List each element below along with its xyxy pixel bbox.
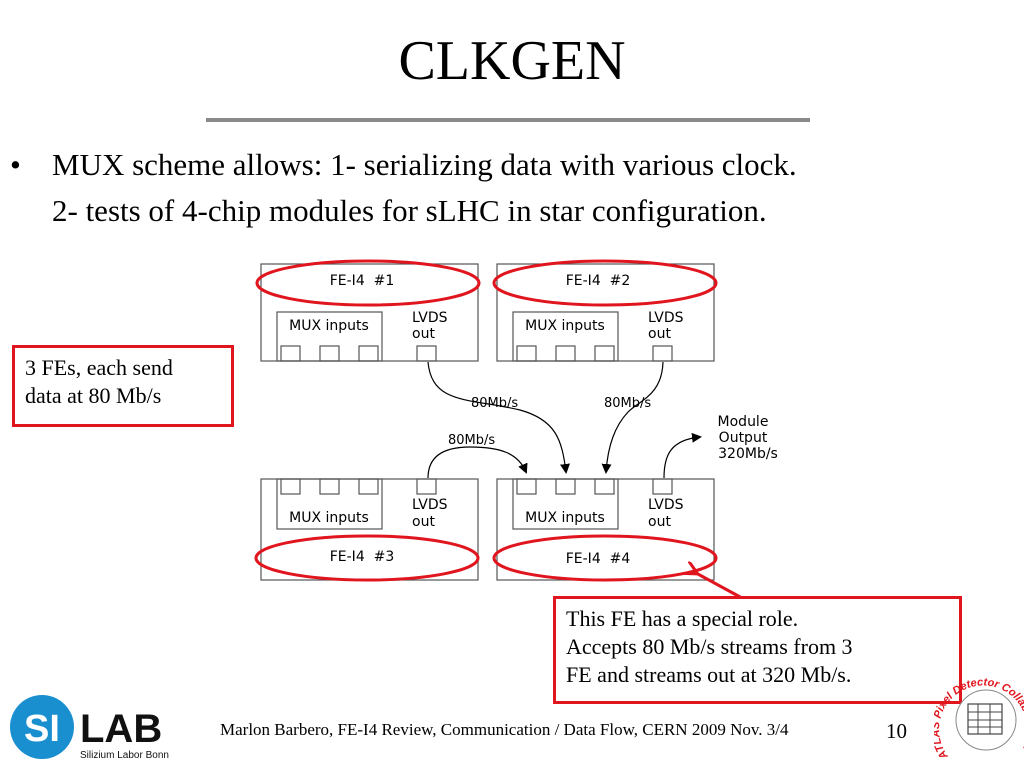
chip-1-out-label: out xyxy=(412,326,435,342)
callout-right-line-3: FE and streams out at 320 Mb/s. xyxy=(566,662,852,687)
page-number: 10 xyxy=(886,719,907,743)
callout-left-line-1: 3 FEs, each send xyxy=(25,355,173,380)
chip-4-out-label: out xyxy=(648,514,671,530)
module-output-line-2: Output xyxy=(719,430,768,446)
chip-3-lvds-label: LVDS xyxy=(412,497,448,513)
callout-right-line-1: This FE has a special role. xyxy=(566,606,799,631)
chip-1-name: FE-I4 #1 xyxy=(330,273,395,289)
chip-1-lvds-label: LVDS xyxy=(412,310,448,326)
chip-fe-i4-4: MUX inputs LVDS out FE-I4 #4 xyxy=(496,478,715,581)
link-rate-label-3: 80Mb/s xyxy=(448,433,495,448)
link-chip1-to-chip4 xyxy=(427,361,570,474)
footer-citation: Marlon Barbero, FE-I4 Review, Communicat… xyxy=(220,720,789,739)
chip-3-out-label: out xyxy=(412,514,435,530)
callout-left: 3 FEs, each send data at 80 Mb/s xyxy=(12,345,234,427)
chip-3-name: FE-I4 #3 xyxy=(330,549,395,565)
link-rate-label-2: 80Mb/s xyxy=(604,396,651,411)
chip-2-lvds-label: LVDS xyxy=(648,310,684,326)
logo-lab-text: LAB xyxy=(80,707,162,751)
chip-4-mux-label: MUX inputs xyxy=(525,510,605,526)
highlight-ellipse-chip-4 xyxy=(492,534,718,582)
callout-left-line-2: data at 80 Mb/s xyxy=(25,383,162,408)
bullet-line-2: 2- tests of 4-chip modules for sLHC in s… xyxy=(52,193,767,228)
logo-subtitle: Silizium Labor Bonn xyxy=(80,750,169,761)
slide-title: CLKGEN xyxy=(398,30,626,92)
title-divider xyxy=(206,118,810,122)
chip-1-mux-label: MUX inputs xyxy=(289,318,369,334)
module-output-line-1: Module xyxy=(718,414,769,430)
chip-fe-i4-2: FE-I4 #2 MUX inputs LVDS out xyxy=(496,263,715,362)
logo-si-text: SI xyxy=(24,708,60,750)
bullet-dot-icon: • xyxy=(10,147,21,182)
chip-2-name: FE-I4 #2 xyxy=(566,273,631,289)
link-chip2-to-chip4 xyxy=(601,361,664,474)
atlas-pixel-seal: ATLAS Pixel Detector Collaboration xyxy=(934,676,1024,762)
chip-2-out-label: out xyxy=(648,326,671,342)
chip-fe-i4-3: MUX inputs LVDS out FE-I4 #3 xyxy=(260,478,479,581)
link-chip3-to-chip4 xyxy=(427,446,528,479)
callout-right: This FE has a special role. Accepts 80 M… xyxy=(553,596,962,704)
highlight-ellipse-chip-2 xyxy=(492,259,718,307)
link-rate-label-1: 80Mb/s xyxy=(471,396,518,411)
chip-4-name: FE-I4 #4 xyxy=(566,551,631,567)
callout-right-line-2: Accepts 80 Mb/s streams from 3 xyxy=(566,634,853,659)
highlight-ellipse-chip-1 xyxy=(255,259,481,307)
chip-2-mux-label: MUX inputs xyxy=(525,318,605,334)
highlight-ellipse-chip-3 xyxy=(254,534,480,582)
bullet-line-1: MUX scheme allows: 1- serializing data w… xyxy=(52,147,797,182)
module-output-line-3: 320Mb/s xyxy=(718,446,778,462)
bullet-text: MUX scheme allows: 1- serializing data w… xyxy=(52,142,797,234)
chip-4-lvds-label: LVDS xyxy=(648,497,684,513)
module-output-arrow xyxy=(663,432,702,479)
chip-fe-i4-1: FE-I4 #1 MUX inputs LVDS out xyxy=(260,263,479,362)
silab-logo: SI LAB Silizium Labor Bonn xyxy=(10,695,169,761)
callout-pointer-arrow xyxy=(696,573,743,600)
chip-3-mux-label: MUX inputs xyxy=(289,510,369,526)
